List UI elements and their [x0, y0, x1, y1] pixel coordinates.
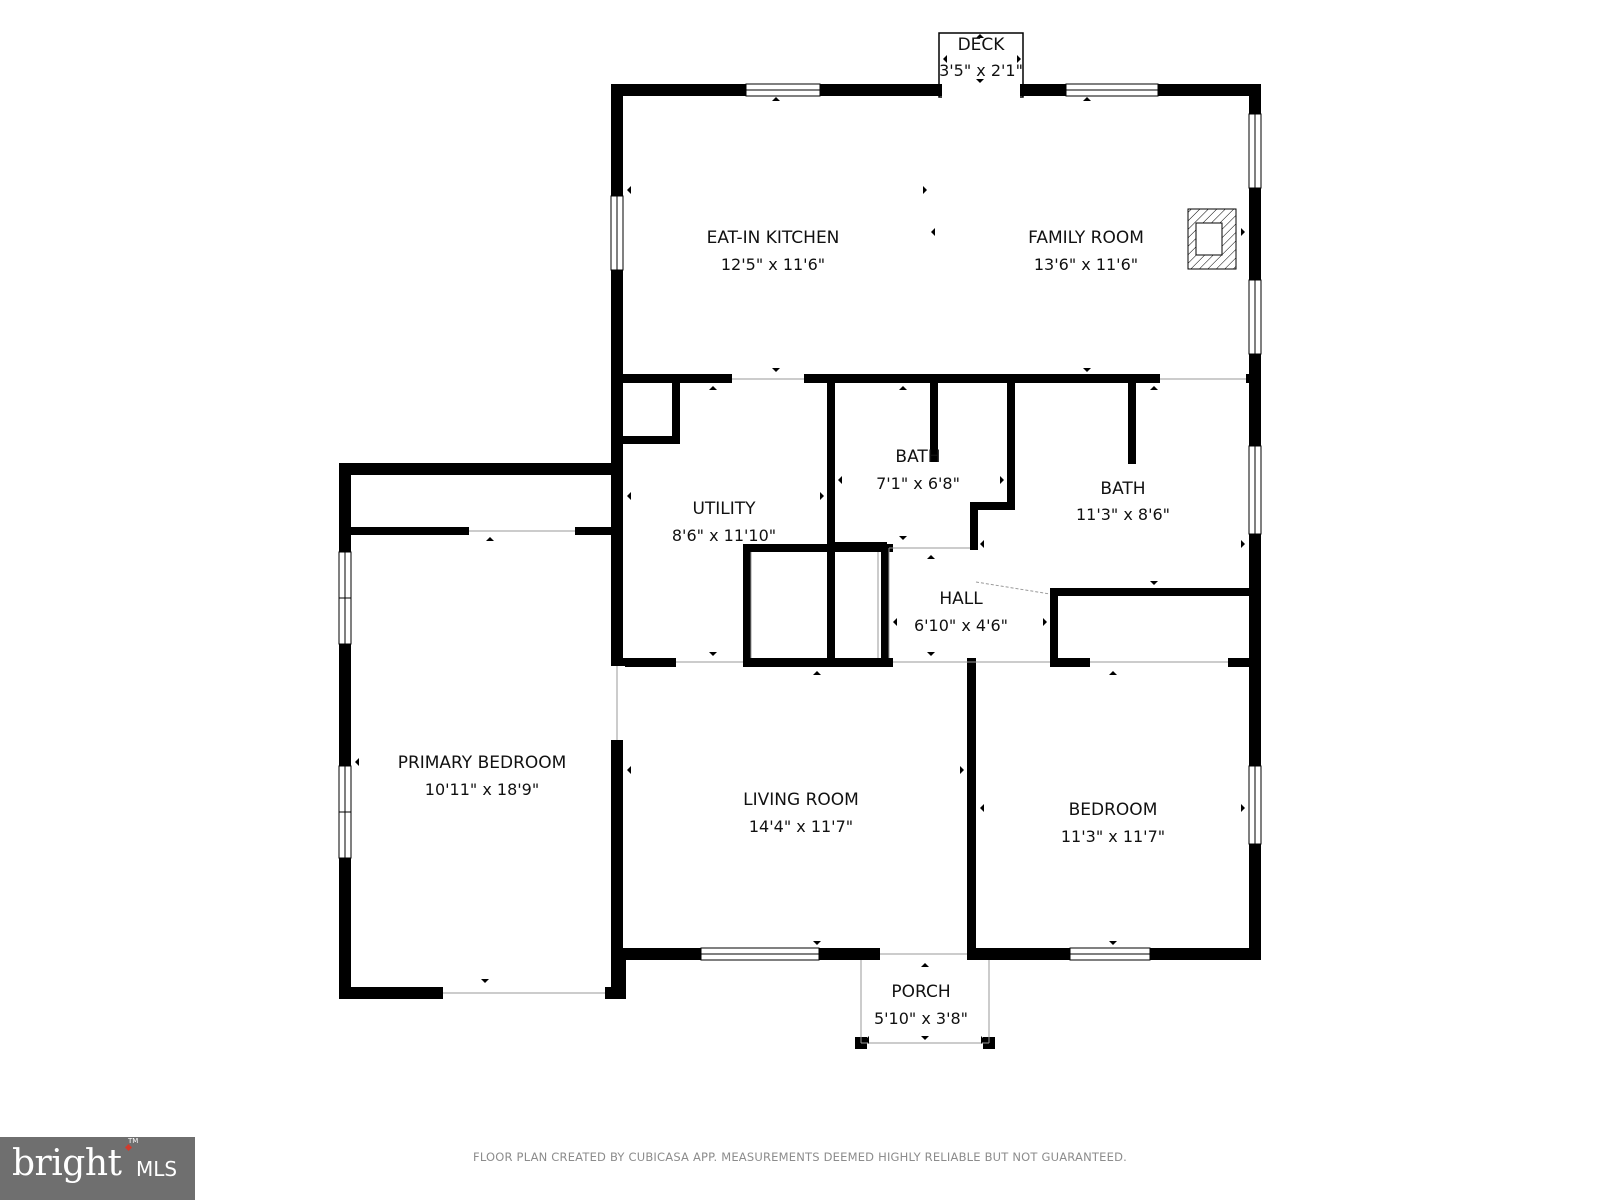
room-label-porch: PORCH 5'10" x 3'8" — [874, 982, 968, 1028]
deck-name: DECK — [958, 35, 1006, 55]
bath-small-dims: 7'1" x 6'8" — [876, 474, 960, 493]
bright-mls-logo: bright TM MLS — [0, 1137, 195, 1200]
bath-large-name: BATH — [1100, 479, 1145, 499]
logo-wordmark: bright — [12, 1143, 122, 1184]
room-label-kitchen: EAT-IN KITCHEN 12'5" x 11'6" — [707, 228, 840, 274]
windows — [338, 83, 1262, 961]
room-label-utility: UTILITY 8'6" x 11'10" — [672, 499, 776, 545]
door-openings — [443, 82, 1246, 1001]
room-label-family: FAMILY ROOM 13'6" x 11'6" — [1028, 228, 1144, 274]
bath-large-dims: 11'3" x 8'6" — [1076, 505, 1170, 524]
room-label-bath-large: BATH 11'3" x 8'6" — [1076, 479, 1170, 524]
primary-bedroom-dims: 10'11" x 18'9" — [425, 780, 539, 799]
fireplace-icon — [1187, 208, 1237, 270]
hall-dims: 6'10" x 4'6" — [914, 616, 1008, 635]
kitchen-name: EAT-IN KITCHEN — [707, 228, 840, 248]
kitchen-dims: 12'5" x 11'6" — [721, 255, 825, 274]
room-label-deck: DECK 3'5" x 2'1" — [939, 35, 1023, 80]
room-label-hall: HALL 6'10" x 4'6" — [914, 589, 1008, 635]
room-label-living: LIVING ROOM 14'4" x 11'7" — [743, 790, 859, 836]
primary-bedroom-name: PRIMARY BEDROOM — [398, 753, 567, 773]
bath-small-name: BATH — [895, 447, 940, 467]
bedroom-dims: 11'3" x 11'7" — [1061, 827, 1165, 846]
family-dims: 13'6" x 11'6" — [1034, 255, 1138, 274]
room-label-bath-small: BATH 7'1" x 6'8" — [876, 447, 960, 493]
deck-dims: 3'5" x 2'1" — [939, 61, 1023, 80]
logo-suffix: MLS — [136, 1157, 178, 1181]
living-dims: 14'4" x 11'7" — [749, 817, 853, 836]
utility-dims: 8'6" x 11'10" — [672, 526, 776, 545]
hall-name: HALL — [939, 589, 983, 609]
disclaimer-text: FLOOR PLAN CREATED BY CUBICASA APP. MEAS… — [473, 1150, 1127, 1164]
measurement-ticks — [355, 34, 1245, 1044]
logo-trademark: TM — [128, 1137, 139, 1145]
room-label-primary-bedroom: PRIMARY BEDROOM 10'11" x 18'9" — [398, 753, 567, 799]
living-name: LIVING ROOM — [743, 790, 859, 810]
logo-accent-icon — [124, 1143, 133, 1152]
bedroom-name: BEDROOM — [1069, 800, 1158, 820]
porch-dims: 5'10" x 3'8" — [874, 1009, 968, 1028]
porch-name: PORCH — [891, 982, 950, 1002]
porch-outline — [860, 960, 990, 1044]
room-label-bedroom: BEDROOM 11'3" x 11'7" — [1061, 800, 1165, 846]
utility-name: UTILITY — [692, 499, 756, 519]
family-name: FAMILY ROOM — [1028, 228, 1144, 248]
